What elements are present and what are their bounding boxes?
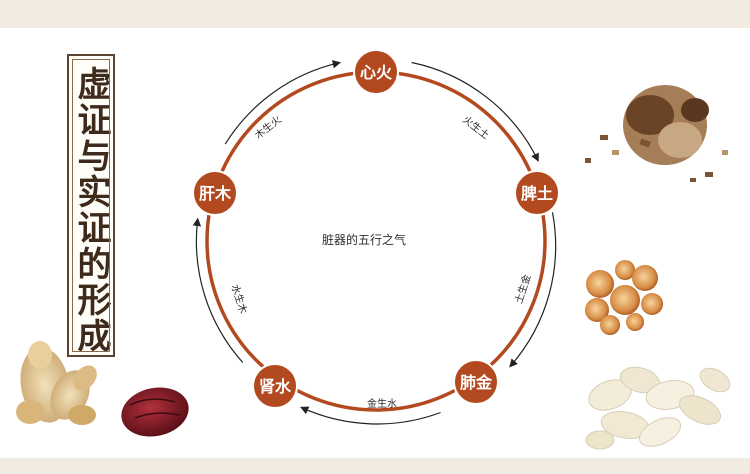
- diagram-center-text: 脏器的五行之气: [322, 232, 406, 247]
- node-spleen-earth-label: 脾土: [521, 184, 553, 203]
- label-metal-water: 金生水: [367, 397, 397, 410]
- white-slices-image: [585, 366, 731, 450]
- arc-fire-to-earth: [411, 61, 539, 162]
- label-wood-fire: 木生火: [252, 113, 284, 142]
- bottom-band: [0, 458, 750, 474]
- title-frame: 虚证与实证的形成: [67, 54, 115, 357]
- node-liver-wood: 肝木: [192, 170, 238, 216]
- node-spleen-earth: 脾土: [514, 170, 560, 216]
- label-water-wood: 水生木: [229, 283, 251, 316]
- node-kidney-water-label: 肾水: [259, 377, 292, 396]
- label-earth-metal: 土生金: [512, 273, 534, 306]
- node-lung-metal: 肺金: [453, 359, 499, 405]
- node-heart-fire-label: 心火: [360, 63, 393, 82]
- arc-wood-to-fire: [224, 60, 342, 145]
- jujube-image: [121, 387, 189, 437]
- ginger-image: [16, 341, 97, 425]
- node-heart-fire: 心火: [353, 49, 399, 95]
- label-fire-earth: 火生土: [460, 113, 492, 142]
- arc-metal-to-water: [300, 406, 441, 425]
- wood-chips-image: [585, 85, 728, 182]
- top-band: [0, 0, 750, 28]
- node-lung-metal-label: 肺金: [460, 373, 493, 392]
- arc-water-to-wood: [192, 217, 244, 363]
- node-kidney-water: 肾水: [252, 363, 298, 409]
- arc-earth-to-metal: [509, 212, 557, 368]
- node-liver-wood-label: 肝木: [199, 184, 232, 203]
- dried-slices-image: [585, 260, 663, 335]
